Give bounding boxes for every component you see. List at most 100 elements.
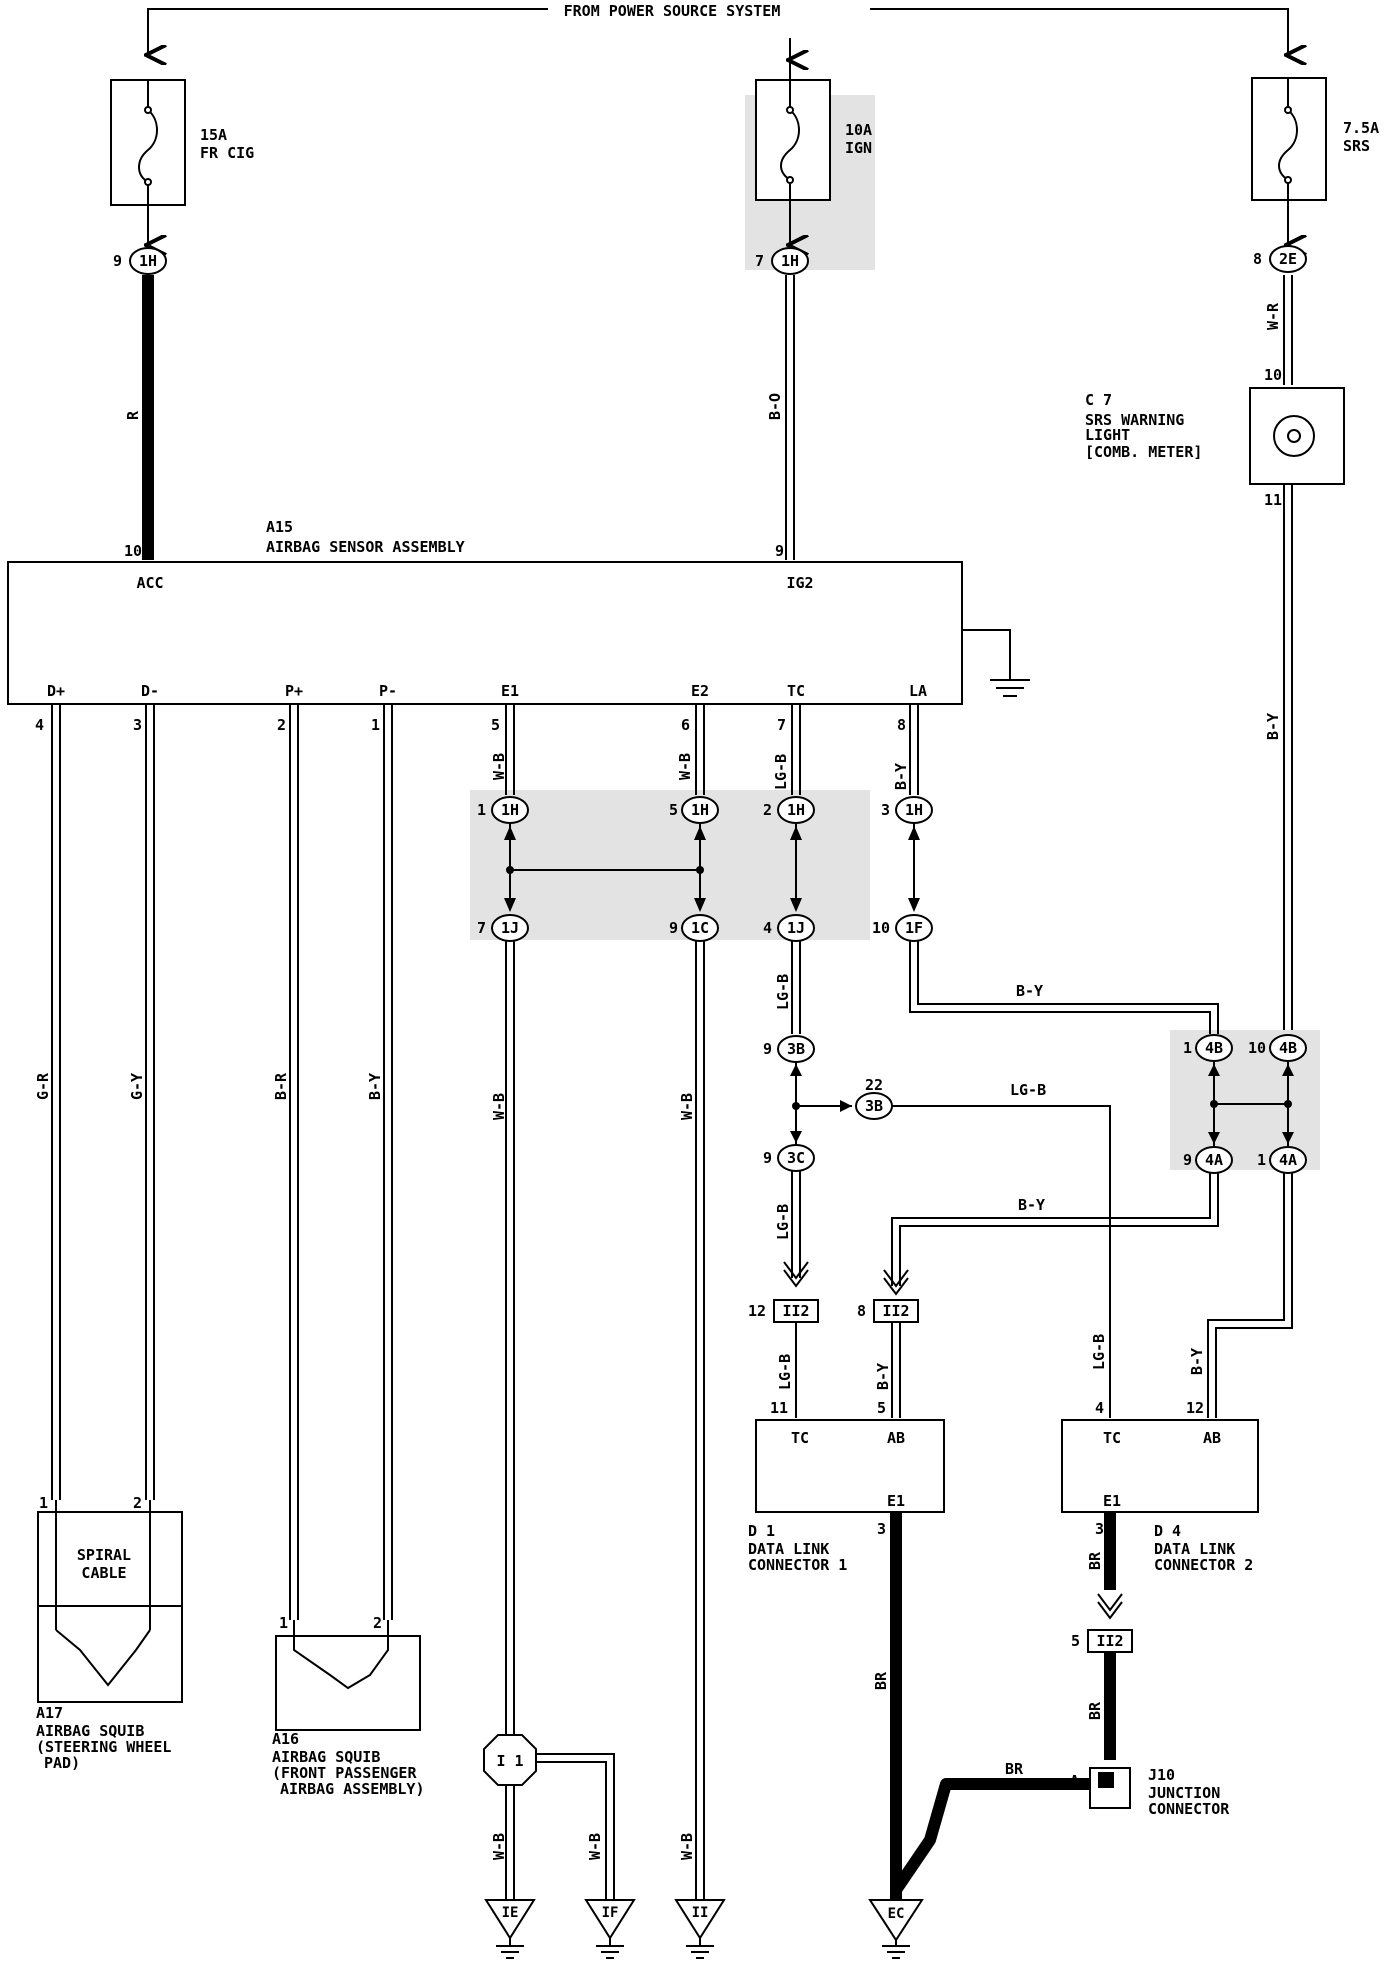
svg-text:ACC: ACC	[136, 574, 163, 592]
svg-text:D-: D-	[141, 682, 159, 700]
power-bus-right	[870, 8, 1288, 55]
svg-text:AIRBAG ASSEMBLY): AIRBAG ASSEMBLY)	[280, 1780, 425, 1798]
fuse-ign-name: IGN	[845, 139, 872, 157]
svg-text:7: 7	[777, 716, 786, 734]
svg-text:A: A	[1070, 1772, 1079, 1790]
fuse-srs: 7.5A SRS	[1251, 77, 1379, 201]
wire-label-wb-1: W-B	[490, 1093, 508, 1120]
connector-1j-7: 1J 7	[477, 914, 529, 942]
svg-text:IF: IF	[602, 1905, 619, 1921]
sensor-case-ground	[962, 629, 1030, 697]
svg-text:SRS WARNING: SRS WARNING	[1085, 411, 1184, 429]
svg-text:A: A	[1104, 1744, 1113, 1762]
svg-text:5: 5	[669, 801, 678, 819]
svg-text:CABLE: CABLE	[81, 1564, 126, 1582]
wire-label-lgb-3c: LG-B	[774, 1204, 792, 1240]
svg-text:12: 12	[748, 1302, 766, 1320]
connector-1h-9: 1H 9	[113, 247, 167, 275]
svg-text:10: 10	[124, 542, 142, 560]
svg-text:1H: 1H	[139, 252, 157, 270]
power-bus-left	[148, 8, 548, 55]
wire-label-b-y-squib: B-Y	[366, 1073, 384, 1100]
svg-text:3: 3	[877, 1520, 886, 1538]
svg-text:A16: A16	[272, 1730, 299, 1748]
svg-text:EC: EC	[888, 1906, 905, 1922]
wire-label-lgb-dlc2: LG-B	[1090, 1334, 1108, 1370]
svg-text:5: 5	[877, 1399, 886, 1417]
svg-text:CONNECTOR: CONNECTOR	[1148, 1800, 1230, 1818]
wire-label-lgb-top: LG-B	[1010, 1081, 1046, 1099]
svg-text:4A: 4A	[1279, 1151, 1297, 1169]
svg-text:A15: A15	[266, 518, 293, 536]
svg-text:7: 7	[477, 919, 486, 937]
connector-1h-5: 1H 5	[669, 796, 719, 824]
svg-text:IG2: IG2	[786, 574, 813, 592]
fuse-ign-rating: 10A	[845, 121, 872, 139]
svg-text:1J: 1J	[501, 919, 519, 937]
svg-text:5: 5	[491, 716, 500, 734]
wire-label-g-r: G-R	[34, 1072, 52, 1100]
connector-1h-2: 1H 2	[763, 796, 815, 824]
srs-warning-light: 10 11 C 7 SRS WARNING LIGHT [COMB. METER…	[1085, 366, 1345, 509]
wire-label-4a9-by: B-Y	[1018, 1196, 1045, 1214]
svg-text:10: 10	[872, 919, 890, 937]
wire-label-br-dlc2: BR	[1086, 1551, 1104, 1570]
wire-label-la: B-Y	[892, 763, 910, 790]
svg-text:9: 9	[763, 1149, 772, 1167]
svg-text:8: 8	[897, 716, 906, 734]
wire-i1-if-a	[536, 1753, 615, 1900]
svg-text:1C: 1C	[691, 919, 709, 937]
fuse-srs-rating: 7.5A	[1343, 119, 1379, 137]
wire-label-b-o: B-O	[766, 393, 784, 420]
svg-text:[COMB. METER]: [COMB. METER]	[1085, 443, 1202, 461]
connector-3b-9: 3B 9	[763, 1035, 815, 1063]
svg-text:8: 8	[857, 1302, 866, 1320]
ground-if: IF	[584, 1899, 636, 1959]
wire-label-g-y: G-Y	[128, 1073, 146, 1100]
svg-text:1: 1	[279, 1614, 288, 1632]
svg-text:8: 8	[1253, 250, 1262, 268]
header-power-source: FROM POWER SOURCE SYSTEM	[564, 2, 781, 20]
connector-ii2-8: II2 8	[857, 1299, 919, 1323]
wire-label-wb-if: W-B	[586, 1833, 604, 1860]
junction-connector-j10: A A J10 JUNCTION CONNECTOR	[1070, 1744, 1230, 1818]
connector-ii2-5: II2 5	[1071, 1629, 1133, 1653]
svg-text:2: 2	[133, 1494, 142, 1512]
svg-text:(FRONT PASSENGER: (FRONT PASSENGER	[272, 1764, 417, 1782]
wire-la-by-b	[917, 941, 1219, 1034]
svg-text:10: 10	[1264, 366, 1282, 384]
svg-text:1H: 1H	[501, 801, 519, 819]
airbag-squib-a16: 1 2 A16 AIRBAG SQUIB (FRONT PASSENGER AI…	[272, 1614, 425, 1798]
svg-text:J10: J10	[1148, 1766, 1175, 1784]
wire-label-w-r: W-R	[1264, 302, 1282, 330]
connector-1h-1: 1H 1	[477, 796, 529, 824]
svg-text:1H: 1H	[781, 252, 799, 270]
svg-text:1: 1	[1257, 1151, 1266, 1169]
svg-text:1H: 1H	[905, 801, 923, 819]
wire-la-by-a	[909, 941, 1211, 1034]
svg-text:P-: P-	[379, 682, 397, 700]
junction-block-1	[504, 824, 920, 912]
wire-label-wb-ie: W-B	[490, 1833, 508, 1860]
svg-text:1: 1	[371, 716, 380, 734]
wires-squib	[51, 704, 393, 1620]
fuse-fr-cig-rating: 15A	[200, 126, 227, 144]
svg-text:11: 11	[770, 1399, 788, 1417]
wire-label-b-r: B-R	[272, 1072, 290, 1100]
svg-text:4B: 4B	[1205, 1039, 1223, 1057]
svg-text:1: 1	[1183, 1039, 1192, 1057]
fuse-fr-cig: 15A FR CIG	[110, 79, 254, 206]
svg-text:12: 12	[1186, 1399, 1204, 1417]
connector-1h-3: 1H 3	[881, 796, 933, 824]
svg-text:11: 11	[1264, 491, 1282, 509]
svg-text:TC: TC	[787, 682, 805, 700]
svg-text:4: 4	[35, 716, 44, 734]
svg-text:AB: AB	[1203, 1429, 1221, 1447]
wire-4a1-by-a	[1207, 1173, 1285, 1418]
wire-label-br-ii2: BR	[1086, 1701, 1104, 1720]
svg-text:1: 1	[477, 801, 486, 819]
wire-label-lgb-dlc1: LG-B	[776, 1354, 794, 1390]
wire-label-r: R	[124, 410, 142, 420]
connector-3c-9: 3C 9	[763, 1144, 815, 1172]
connector-2e-8: 2E 8	[1253, 245, 1307, 273]
